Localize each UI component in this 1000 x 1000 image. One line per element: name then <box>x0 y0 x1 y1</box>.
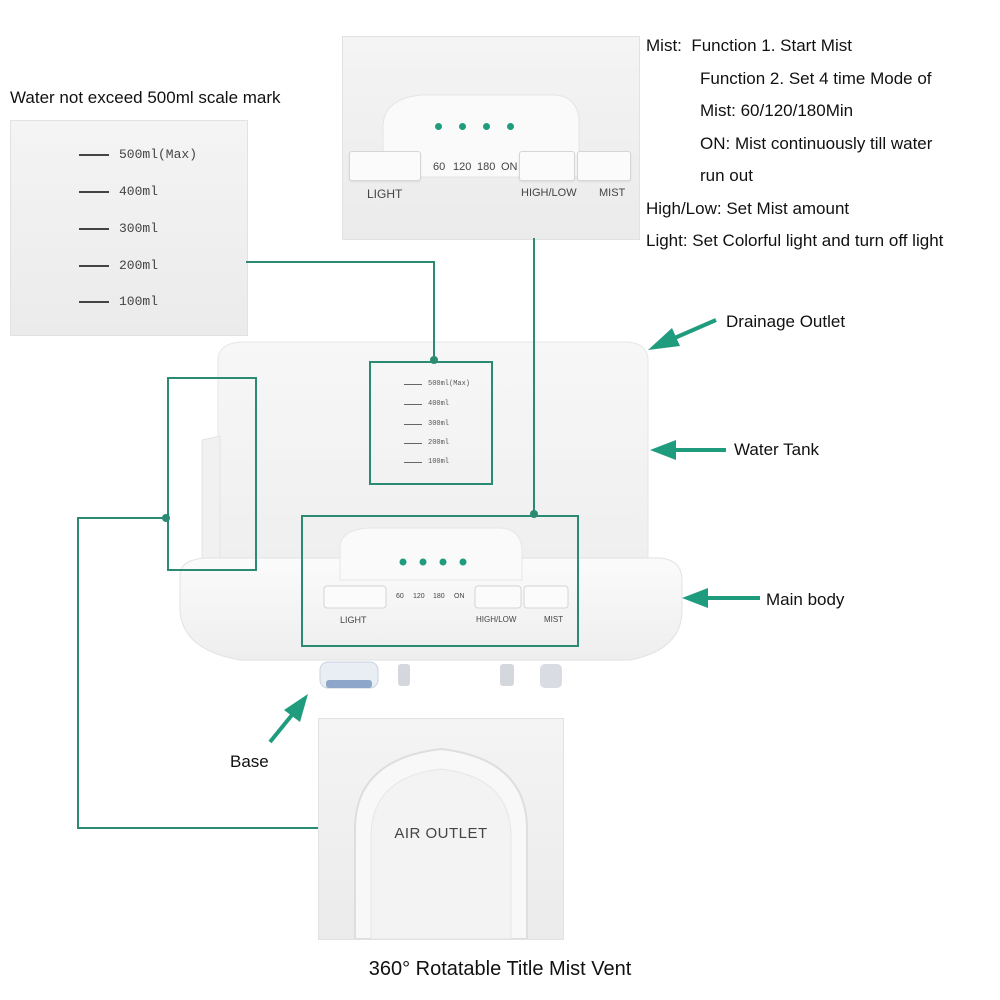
desc-function2: Function 2. Set 4 time Mode of <box>700 68 932 88</box>
air-outlet-shape <box>354 747 528 939</box>
tank-scale-label: 200ml <box>428 439 450 447</box>
timer-label-on: ON <box>501 161 518 173</box>
indicator-led <box>507 123 514 130</box>
mist-label: MIST <box>599 187 626 199</box>
light-label: LIGHT <box>367 187 403 201</box>
body-timer-label-120: 120 <box>413 593 425 600</box>
tank-scale-300: 300ml <box>404 420 449 428</box>
base-label: Base <box>230 752 269 771</box>
scale-mark-200: 200ml <box>79 258 158 273</box>
mist-vent-caption: 360° Rotatable Title Mist Vent <box>0 958 1000 981</box>
desc-light: Light: Set Colorful light and turn off l… <box>646 231 944 250</box>
control-panel-inset: 60 120 180 ON LIGHT HIGH/LOW MIST <box>342 36 640 240</box>
high-low-label: HIGH/LOW <box>521 187 577 199</box>
desc-line-mist: Mist: Function 1. Start Mist <box>646 30 998 63</box>
scale-mark-300: 300ml <box>79 221 158 236</box>
tank-scale-label: 300ml <box>428 420 450 428</box>
timer-label-120: 120 <box>453 161 472 173</box>
scale-mark-500: 500ml(Max) <box>79 147 197 162</box>
tank-scale-500: 500ml(Max) <box>404 380 470 388</box>
tank-scale-label: 100ml <box>428 458 450 466</box>
tank-scale-400: 400ml <box>404 400 449 408</box>
timer-label-60: 60 <box>433 161 446 173</box>
scale-inset: 500ml(Max) 400ml 300ml 200ml 100ml <box>10 120 248 336</box>
desc-function1: Function 1. Start Mist <box>691 36 852 55</box>
timer-label-180: 180 <box>477 161 496 173</box>
water-limit-label: Water not exceed 500ml scale mark <box>10 88 281 107</box>
tank-scale-100: 100ml <box>404 458 449 466</box>
desc-high-low: High/Low: Set Mist amount <box>646 198 850 218</box>
tank-scale-200: 200ml <box>404 439 449 447</box>
mist-vent-caption-text: 360° Rotatable Title Mist Vent <box>368 958 632 980</box>
body-timer-label-60: 60 <box>396 593 404 600</box>
air-outlet-inset: AIR OUTLET <box>318 718 564 940</box>
air-outlet-label: AIR OUTLET <box>394 825 488 842</box>
scale-mark-label: 200ml <box>119 258 159 273</box>
scale-mark-100: 100ml <box>79 294 158 309</box>
desc-mist-heading: Mist: <box>646 36 682 55</box>
scale-mark-label: 500ml(Max) <box>119 147 198 162</box>
scale-mark-400: 400ml <box>79 184 158 199</box>
light-button[interactable] <box>349 151 421 181</box>
drainage-outlet-label: Drainage Outlet <box>726 312 846 331</box>
tank-scale-label: 400ml <box>428 400 450 408</box>
indicator-led <box>483 123 490 130</box>
scale-mark-label: 300ml <box>119 221 159 236</box>
body-high-low-label: HIGH/LOW <box>476 615 517 624</box>
body-timer-label-180: 180 <box>433 593 445 600</box>
tank-scale-label: 500ml(Max) <box>428 380 471 388</box>
function-description: Mist: Function 1. Start Mist Function 2.… <box>646 30 998 258</box>
body-light-label: LIGHT <box>340 615 367 625</box>
indicator-led <box>459 123 466 130</box>
body-timer-label-on: ON <box>454 593 465 600</box>
indicator-led <box>435 123 442 130</box>
scale-mark-label: 100ml <box>119 294 159 309</box>
high-low-button[interactable] <box>519 151 575 181</box>
main-body-label: Main body <box>766 590 845 609</box>
water-tank-label: Water Tank <box>734 440 820 459</box>
scale-mark-label: 400ml <box>119 184 159 199</box>
desc-mist-time: Mist: 60/120/180Min <box>700 101 854 120</box>
mist-button[interactable] <box>577 151 631 181</box>
desc-on-line2: run out <box>700 166 753 185</box>
body-mist-label: MIST <box>544 615 564 624</box>
desc-on-line1: ON: Mist continuously till water <box>700 133 933 153</box>
